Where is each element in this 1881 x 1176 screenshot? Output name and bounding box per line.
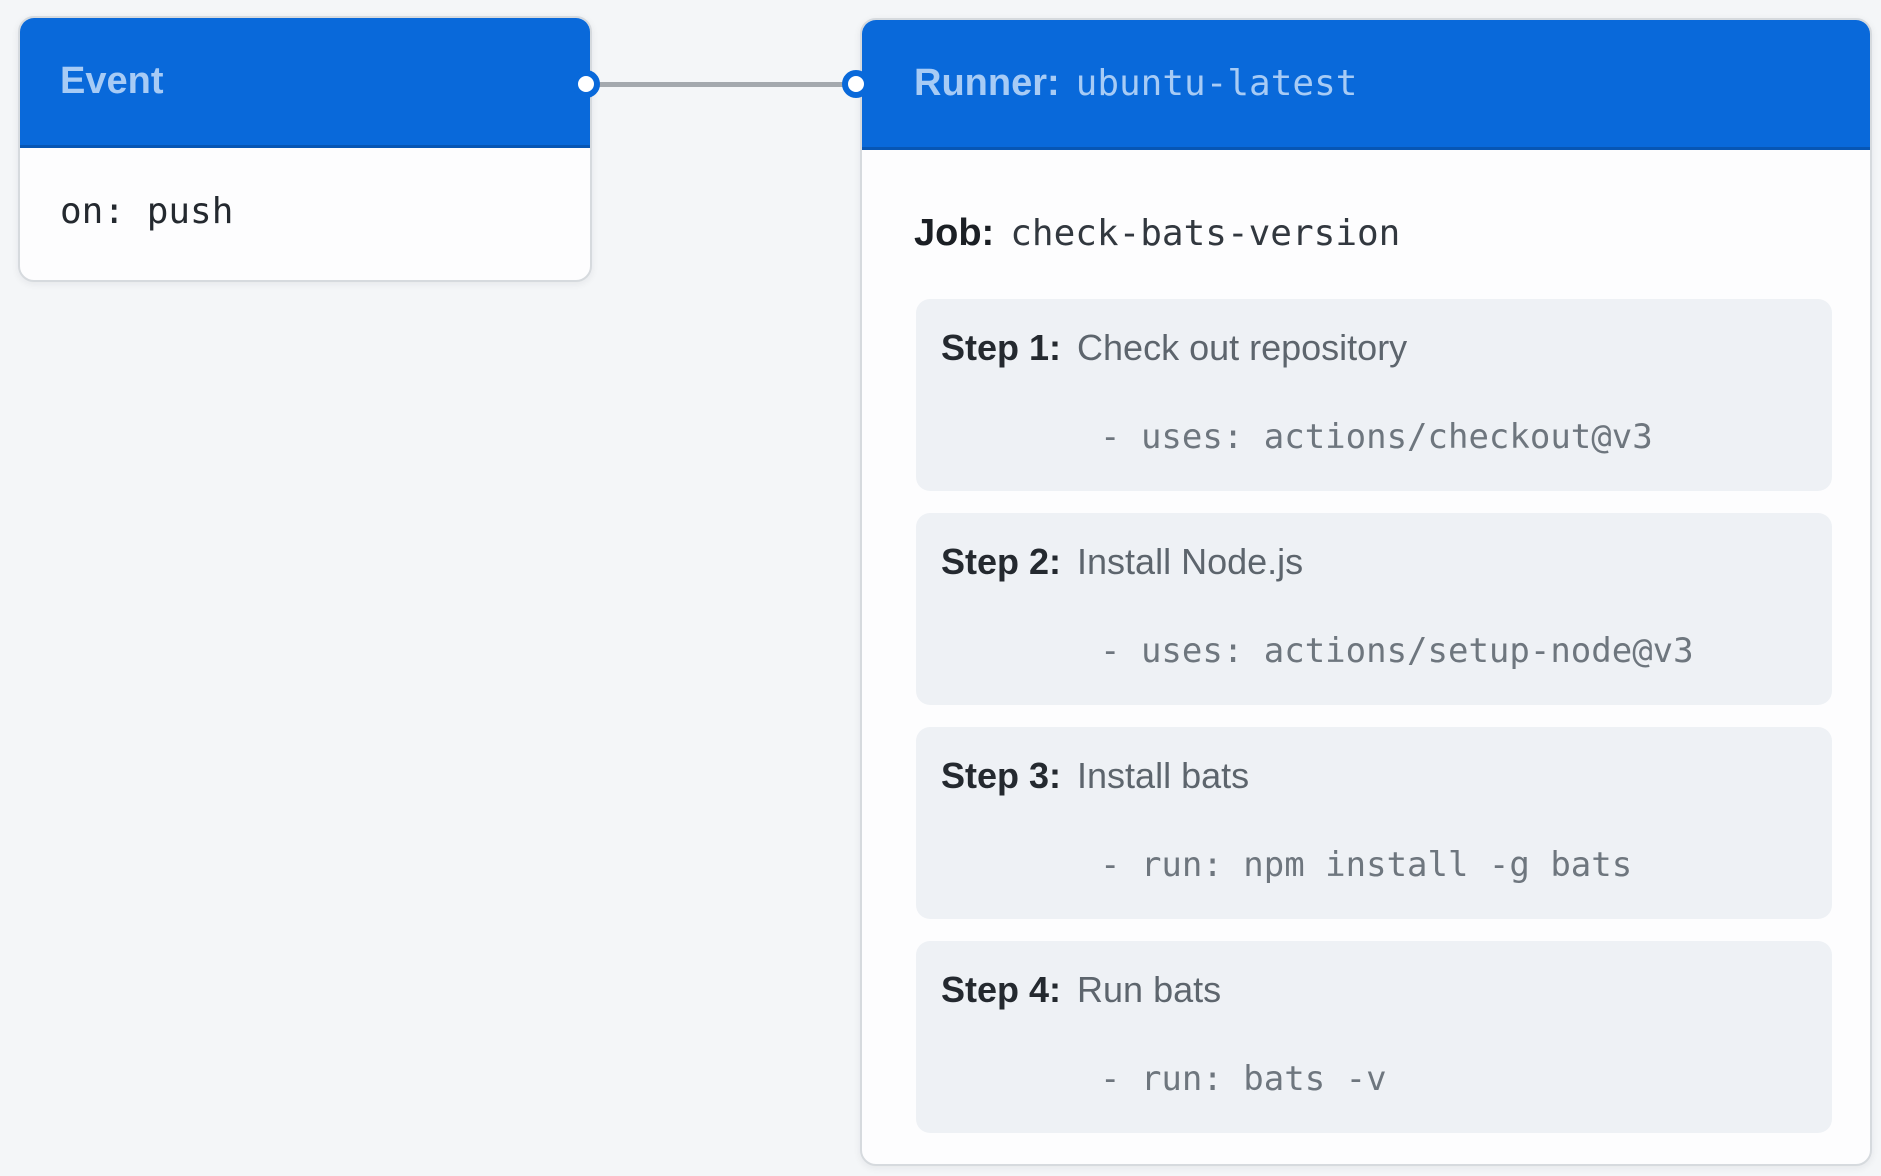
step-box-2: Step 2: Install Node.js - uses: actions/… <box>916 513 1832 705</box>
step-title: Install bats <box>1077 755 1250 796</box>
step-title: Install Node.js <box>1077 541 1304 582</box>
step-title: Check out repository <box>1077 327 1408 368</box>
step-code: - uses: actions/checkout@v3 <box>1100 417 1653 457</box>
step-title: Run bats <box>1077 969 1222 1010</box>
step-code: - uses: actions/setup-node@v3 <box>1100 631 1694 671</box>
runner-card: Runner: ubuntu-latest Job: check-bats-ve… <box>860 18 1872 1166</box>
event-title: Event <box>60 60 164 102</box>
job-line: Job: check-bats-version <box>914 208 1400 258</box>
step-title-row: Step 3: Install bats <box>941 755 1249 797</box>
step-label: Step 4: <box>941 969 1062 1010</box>
step-box-1: Step 1: Check out repository - uses: act… <box>916 299 1832 491</box>
step-code: - run: npm install -g bats <box>1100 845 1633 885</box>
event-card-body: on: push <box>20 148 590 275</box>
step-box-4: Step 4: Run bats - run: bats -v <box>916 941 1832 1133</box>
runner-label: Runner: <box>914 62 1060 104</box>
event-trigger-code: on: push <box>60 191 234 232</box>
step-title-row: Step 2: Install Node.js <box>941 541 1303 583</box>
connector-dot-right-icon <box>842 70 870 98</box>
step-label: Step 1: <box>941 327 1062 368</box>
step-label: Step 2: <box>941 541 1062 582</box>
connector-dot-left-icon <box>572 70 600 98</box>
event-card-header: Event <box>20 18 590 148</box>
event-card: Event on: push <box>18 16 592 282</box>
step-label: Step 3: <box>941 755 1062 796</box>
job-label: Job: <box>914 211 995 254</box>
step-box-3: Step 3: Install bats - run: npm install … <box>916 727 1832 919</box>
step-title-row: Step 4: Run bats <box>941 969 1221 1011</box>
runner-value: ubuntu-latest <box>1075 63 1358 104</box>
connector-line <box>586 82 856 87</box>
step-code: - run: bats -v <box>1100 1059 1387 1099</box>
step-title-row: Step 1: Check out repository <box>941 327 1407 369</box>
job-value: check-bats-version <box>1010 212 1401 254</box>
runner-card-header: Runner: ubuntu-latest <box>862 20 1870 150</box>
